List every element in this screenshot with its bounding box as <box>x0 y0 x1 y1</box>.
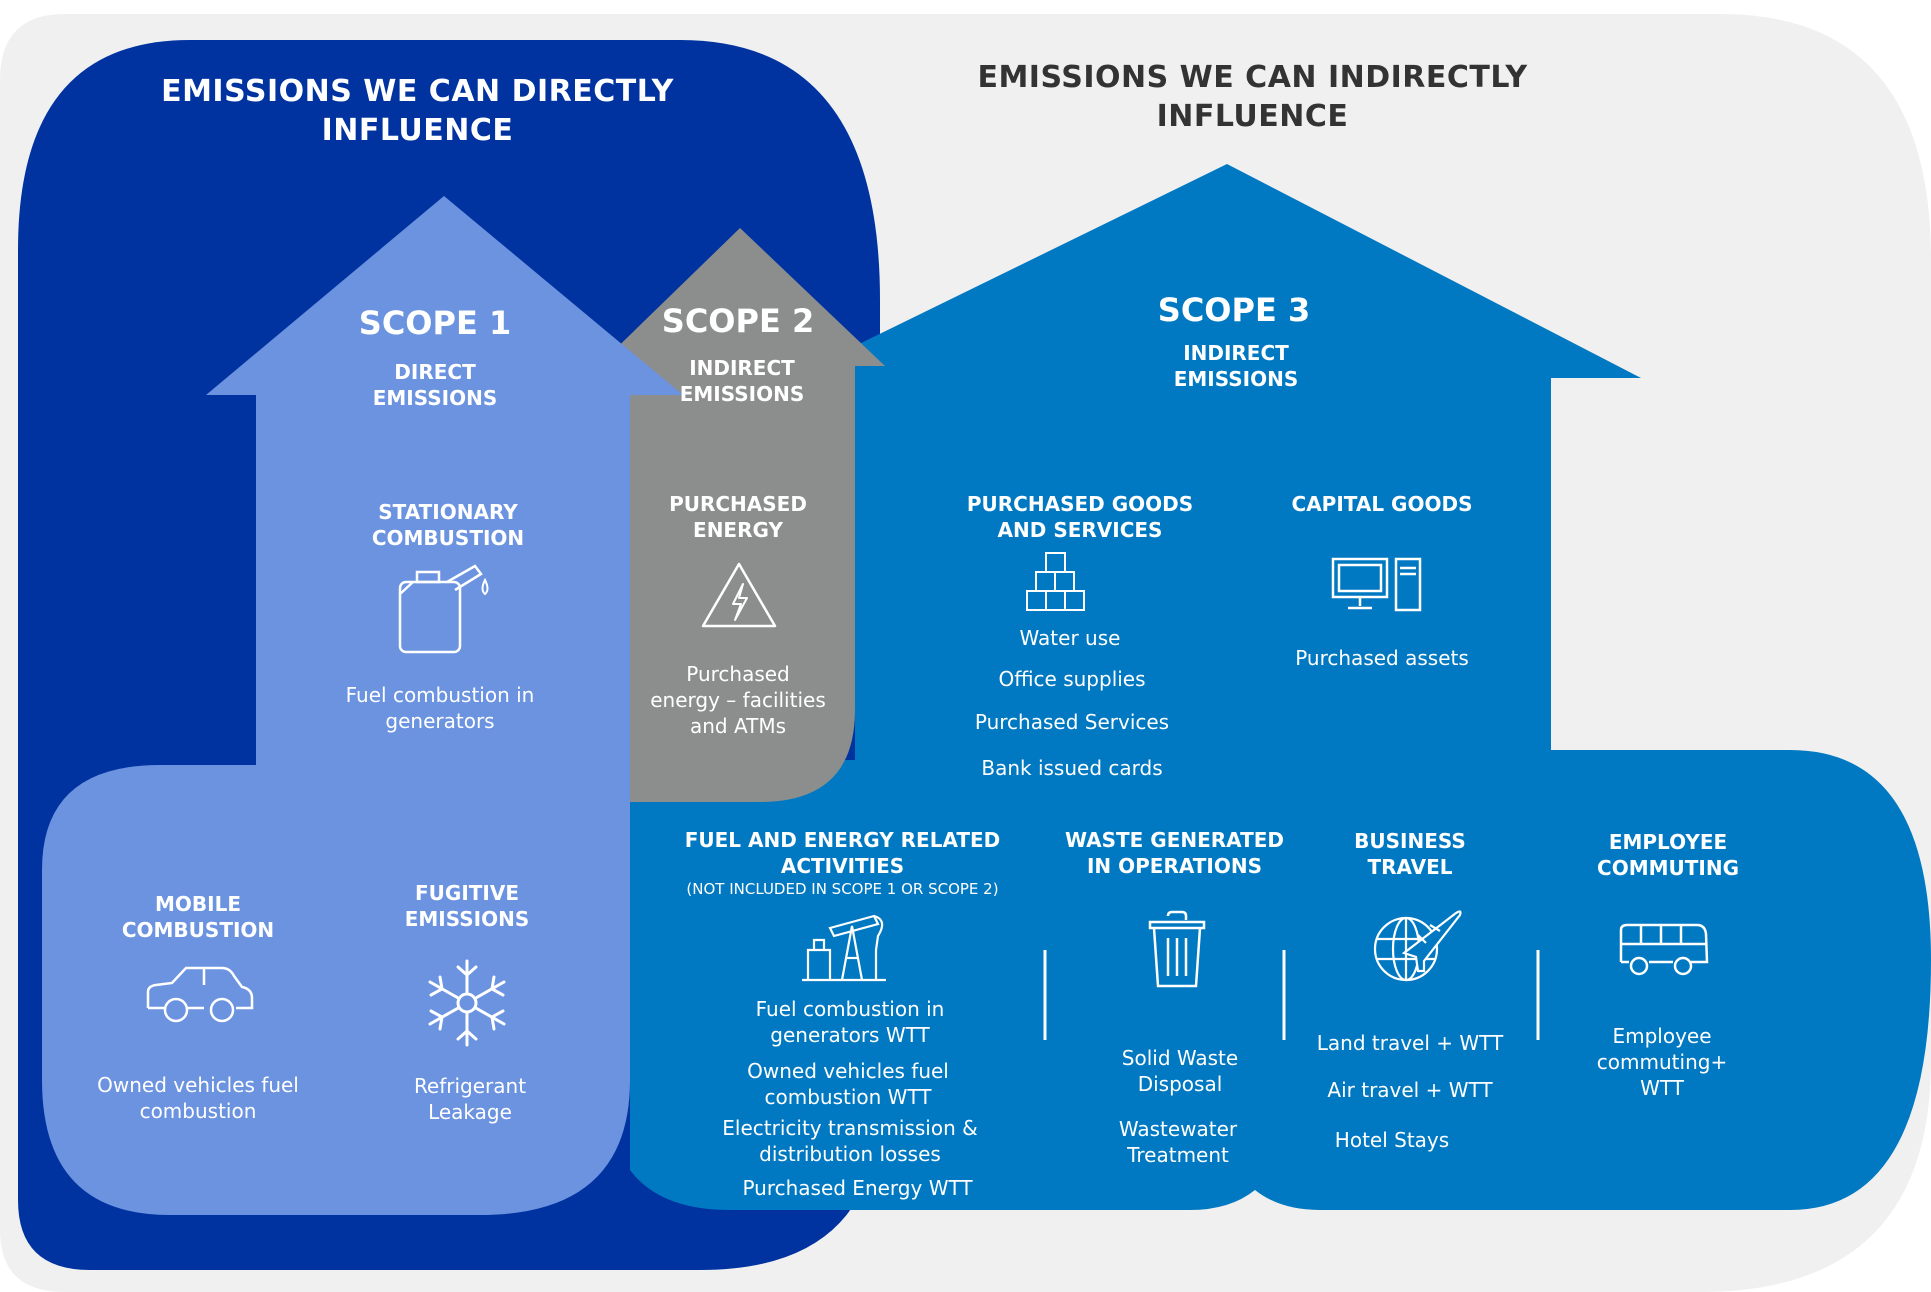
globe-plane-icon <box>1373 910 1462 982</box>
purchased-energy-wtt-item: Purchased Energy WTT <box>742 1176 973 1200</box>
purchased-energy-title: PURCHASED ENERGY <box>669 492 807 542</box>
scope1-title: SCOPE 1 <box>358 304 512 342</box>
purchased-energy-item: Purchased energy – facilities and ATMs <box>650 662 826 738</box>
snowflake-icon <box>428 959 506 1047</box>
scope2-subtitle: INDIRECT EMISSIONS <box>679 356 805 406</box>
hotel-stays-item: Hotel Stays <box>1334 1128 1450 1152</box>
air-travel-item: Air travel + WTT <box>1327 1078 1493 1102</box>
employee-commuting-item: Employee commuting+ WTT <box>1596 1024 1728 1100</box>
solid-waste-item: Solid Waste Disposal <box>1121 1046 1239 1096</box>
fugitive-emissions-item: Refrigerant Leakage <box>413 1074 527 1124</box>
scope2-title: SCOPE 2 <box>661 302 815 340</box>
waste-title: WASTE GENERATED IN OPERATIONS <box>1064 828 1285 878</box>
scope3-title: SCOPE 3 <box>1157 291 1311 329</box>
bus-icon <box>1619 923 1709 976</box>
office-supplies-item: Office supplies <box>998 667 1146 691</box>
purchased-goods-title: PURCHASED GOODS AND SERVICES <box>966 492 1194 542</box>
scope3-subtitle: INDIRECT EMISSIONS <box>1173 341 1299 391</box>
wastewater-item: Wastewater Treatment <box>1118 1117 1238 1167</box>
oil-pump-icon <box>802 914 886 982</box>
trash-bin-icon <box>1148 910 1206 988</box>
fuel-energy-activities-title: FUEL AND ENERGY RELATED ACTIVITIES <box>684 828 1001 878</box>
owned-vehicles-wtt-item: Owned vehicles fuel combustion WTT <box>747 1059 949 1109</box>
fuel-energy-activities-note: (NOT INCLUDED IN SCOPE 1 OR SCOPE 2) <box>686 880 999 898</box>
purchased-services-item: Purchased Services <box>974 710 1170 734</box>
business-travel-title: BUSINESS TRAVEL <box>1354 829 1466 879</box>
direct-influence-heading: EMISSIONS WE CAN DIRECTLY INFLUENCE <box>161 74 674 148</box>
employee-commuting-title: EMPLOYEE COMMUTING <box>1597 830 1739 880</box>
computer-icon <box>1331 557 1422 612</box>
purchased-assets-item: Purchased assets <box>1295 646 1469 670</box>
capital-goods-title: CAPITAL GOODS <box>1291 492 1473 516</box>
stationary-combustion-item: Fuel combustion in generators <box>345 683 535 733</box>
td-losses-item: Electricity transmission & distribution … <box>722 1116 978 1166</box>
electricity-warning-icon <box>701 562 777 628</box>
fugitive-emissions-title: FUGITIVE EMISSIONS <box>404 881 530 931</box>
mobile-combustion-item: Owned vehicles fuel combustion <box>97 1073 299 1123</box>
bank-issued-cards-item: Bank issued cards <box>981 756 1163 780</box>
scope2-shape <box>598 228 885 802</box>
land-travel-item: Land travel + WTT <box>1316 1031 1504 1055</box>
boxes-icon <box>1026 552 1085 611</box>
fuel-combustion-wtt-item: Fuel combustion in generators WTT <box>755 997 945 1047</box>
indirect-influence-heading: EMISSIONS WE CAN INDIRECTLY INFLUENCE <box>977 60 1528 134</box>
mobile-combustion-title: MOBILE COMBUSTION <box>121 892 275 942</box>
water-use-item: Water use <box>1019 626 1121 650</box>
scope1-subtitle: DIRECT EMISSIONS <box>372 360 498 410</box>
car-icon <box>146 966 254 1023</box>
stationary-combustion-title: STATIONARY COMBUSTION <box>371 500 525 550</box>
scope3-shape <box>630 164 1931 1210</box>
scope1-shape <box>42 196 683 1215</box>
fuel-can-icon <box>398 564 489 654</box>
